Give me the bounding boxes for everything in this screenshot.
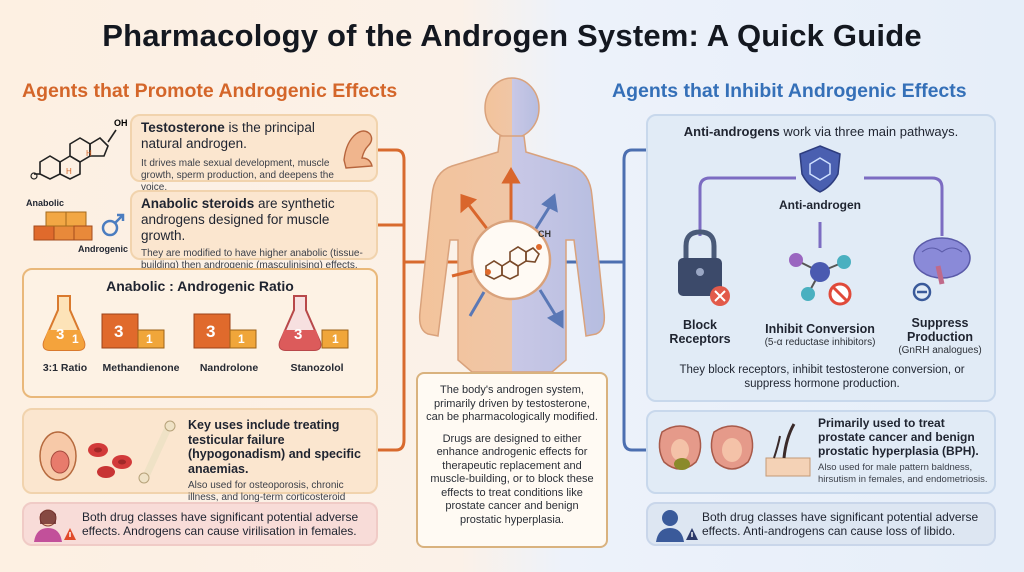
molecule-inhibit-icon (789, 253, 852, 306)
svg-text:H: H (66, 167, 72, 176)
androgen-warning-card (22, 502, 378, 546)
testes-blood-bone-icons (39, 420, 176, 484)
center-paragraph-2: Drugs are designed to either enhance and… (430, 432, 594, 526)
mechanism-inhibit-conversion: Inhibit Conversion (765, 322, 875, 336)
antiandrogen-uses-sub: Also used for male pattern baldness, hir… (818, 462, 988, 485)
pathways-main: work via three main pathways. (779, 124, 959, 139)
pathways-intro: Anti-androgens work via three main pathw… (646, 124, 996, 140)
ratio-graphics (42, 295, 349, 351)
inhibit-heading: Agents that Inhibit Androgenic Effects (612, 80, 967, 102)
ratio-panel: Anabolic : Androgenic Ratio (22, 268, 378, 398)
page-title: Pharmacology of the Androgen System: A Q… (102, 18, 922, 53)
testosterone-main: is the principal natural androgen. (141, 120, 315, 151)
mechanism-inhibit-conversion-sub: (5-α reductase inhibitors) (764, 337, 876, 348)
molecule-ch-label: CH (538, 229, 551, 239)
pathways-lead: Anti-androgens (683, 124, 780, 139)
antiandrogen-warning-text: Both drug classes have significant poten… (702, 510, 979, 538)
ratio-2-big: 3 (114, 322, 124, 341)
ratio-label-2: Methandienone (102, 362, 180, 374)
antiandrogen-uses-text: Primarily used to treat prostate cancer … (818, 416, 990, 485)
anabolic-steroids-card (130, 190, 378, 260)
pathways-summary: They block receptors, inhibit testostero… (679, 364, 965, 390)
ratio-label-4: Stanozolol (290, 362, 344, 374)
antiandrogen-warning-card (646, 502, 996, 546)
promote-heading: Agents that Promote Androgenic Effects (22, 80, 398, 102)
ratio-1-small: 1 (72, 332, 79, 346)
center-paragraph-1: The body's androgen system, primarily dr… (426, 384, 598, 423)
ratio-title: Anabolic : Androgenic Ratio (106, 278, 294, 294)
antiandrogen-hub-label: Anti-androgen (779, 198, 861, 212)
prostate-hair-icons (658, 423, 811, 477)
mechanism-suppress-production: Suppress Production (907, 316, 973, 344)
androgen-uses-card (22, 408, 378, 494)
antiandrogen-uses-main: Primarily used to treat prostate cancer … (818, 416, 979, 458)
ratio-1-big: 3 (56, 326, 65, 343)
androgen-warning-text: Both drug classes have significant poten… (82, 510, 359, 538)
steroids-main: are synthetic androgens designed for mus… (141, 196, 335, 243)
steroids-lead: Anabolic steroids (141, 196, 255, 211)
brain-icon (912, 237, 971, 302)
shield-icon (799, 145, 841, 193)
ratio-4-small: 1 (332, 332, 339, 346)
male-warning-icon (656, 510, 698, 542)
flask-icon (278, 295, 322, 351)
female-warning-icon (34, 509, 76, 542)
ratio-3-small: 1 (238, 332, 245, 346)
lock-icon (678, 229, 730, 306)
testosterone-card (130, 114, 378, 182)
ratio-label-1: 3:1 Ratio (42, 362, 88, 374)
ratio-3-big: 3 (206, 322, 216, 341)
testosterone-text: Testosterone is the principal natural an… (141, 120, 341, 194)
steroids-sub: They are modified to have higher anaboli… (141, 248, 363, 271)
svg-text:H: H (86, 149, 92, 158)
antiandrogen-uses-card (646, 410, 996, 494)
mechanism-block-receptors: Block Receptors (669, 318, 731, 346)
pathways-diagram (678, 145, 971, 306)
androgenic-label: Androgenic (78, 244, 129, 254)
anabolic-steroids-text: Anabolic steroids are synthetic androgen… (141, 196, 373, 272)
oh-label: OH (114, 118, 128, 128)
ratio-label-3: Nandrolone (199, 362, 259, 374)
ratio-4-big: 3 (294, 326, 303, 343)
ratio-2-small: 1 (146, 332, 153, 346)
testosterone-molecule-icon: OH H H (30, 118, 128, 180)
flask-icon (42, 295, 86, 351)
testosterone-lead: Testosterone (141, 120, 225, 135)
center-summary: The body's androgen system, primarily dr… (416, 372, 608, 548)
flexed-arm-icon (343, 130, 373, 169)
androgen-uses-main: Key uses include treating testicular fai… (188, 418, 361, 476)
testosterone-sub: It drives male sexual development, muscl… (141, 158, 334, 193)
mechanism-suppress-production-sub: (GnRH analogues) (898, 345, 982, 356)
anabolic-label: Anabolic (26, 198, 65, 208)
building-blocks-icon (33, 211, 125, 241)
